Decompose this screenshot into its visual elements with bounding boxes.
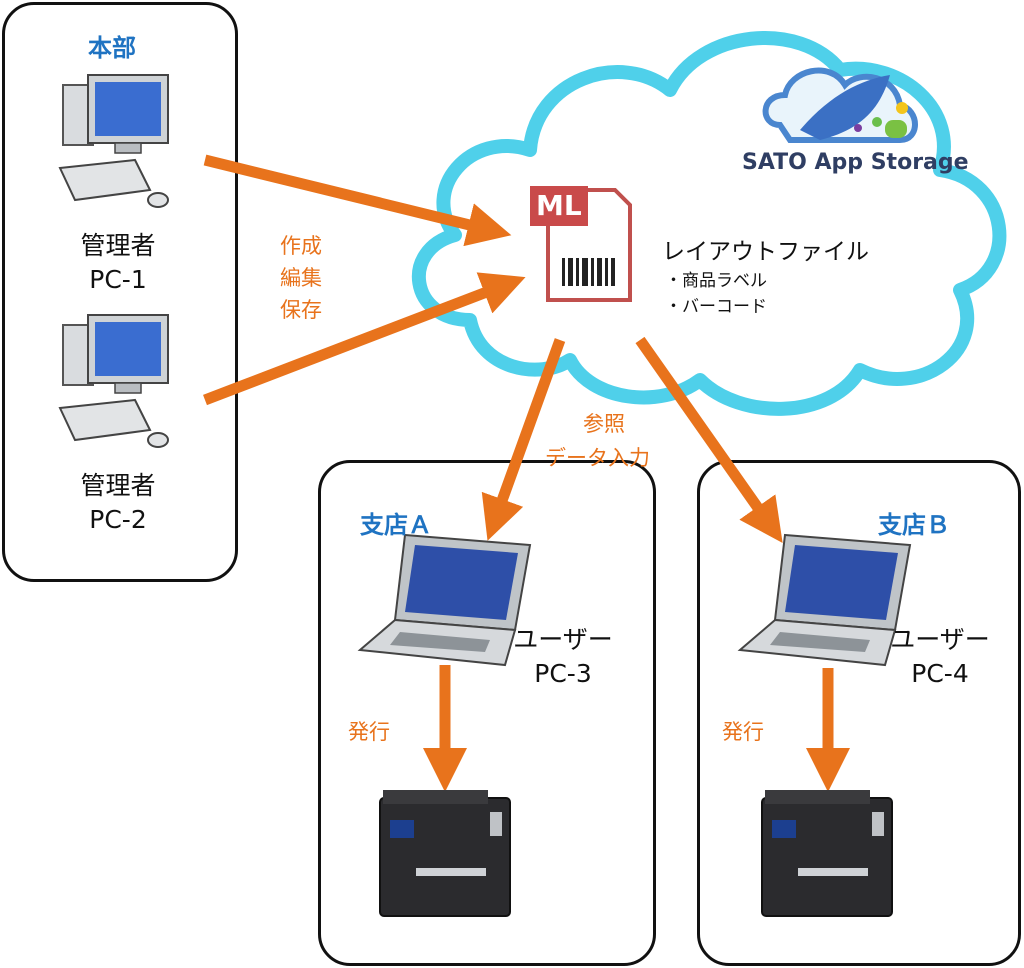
- branch-a-title: 支店Ａ: [360, 511, 432, 539]
- admin-action-save: 保存: [280, 298, 322, 322]
- laptop-pc-4-icon: [737, 533, 912, 667]
- cloud-shape: [411, 30, 1007, 416]
- admin-action-edit: 編集: [280, 266, 322, 290]
- pc2-label-line1: 管理者: [80, 471, 156, 500]
- pc2-label-line2: PC-2: [89, 505, 147, 534]
- pc4-label-line2: PC-4: [911, 659, 969, 688]
- branch-b-action-print: 発行: [722, 720, 764, 744]
- pc3-label-line1: ユーザー: [513, 625, 613, 654]
- arrow-pc1-to-cloud: [203, 154, 512, 247]
- branch-a-action-print: 発行: [348, 720, 390, 744]
- desktop-pc-2-icon: [58, 314, 169, 448]
- pc1-label-line1: 管理者: [80, 231, 156, 260]
- sato-logo-icon: [762, 67, 918, 143]
- file-title: レイアウトファイル: [662, 239, 869, 265]
- arrow-cloud-to-branch-b: [635, 336, 783, 544]
- hq-title: 本部: [88, 34, 136, 62]
- arrows: [203, 154, 850, 792]
- branch-b-title: 支店Ｂ: [878, 511, 950, 539]
- user-action-data-input: データ入力: [545, 446, 650, 470]
- file-badge: ML: [536, 189, 582, 222]
- sato-logo-text: SATO App Storage: [742, 150, 969, 175]
- file-item-2: ・バーコード: [665, 297, 767, 317]
- printer-b-icon: [761, 790, 893, 917]
- desktop-pc-1-icon: [58, 74, 169, 208]
- user-action-reference: 参照: [583, 412, 625, 436]
- pc4-label-line1: ユーザー: [890, 625, 990, 654]
- admin-action-create: 作成: [280, 234, 322, 258]
- pc3-label-line2: PC-3: [534, 659, 592, 688]
- arrow-pc2-to-cloud: [203, 272, 526, 406]
- layout-file-icon: [530, 186, 632, 302]
- arrow-cloud-to-branch-a: [481, 338, 566, 541]
- laptop-pc-3-icon: [357, 533, 532, 667]
- file-item-1: ・商品ラベル: [665, 271, 767, 291]
- pc1-label-line2: PC-1: [89, 265, 147, 294]
- printer-a-icon: [379, 790, 511, 917]
